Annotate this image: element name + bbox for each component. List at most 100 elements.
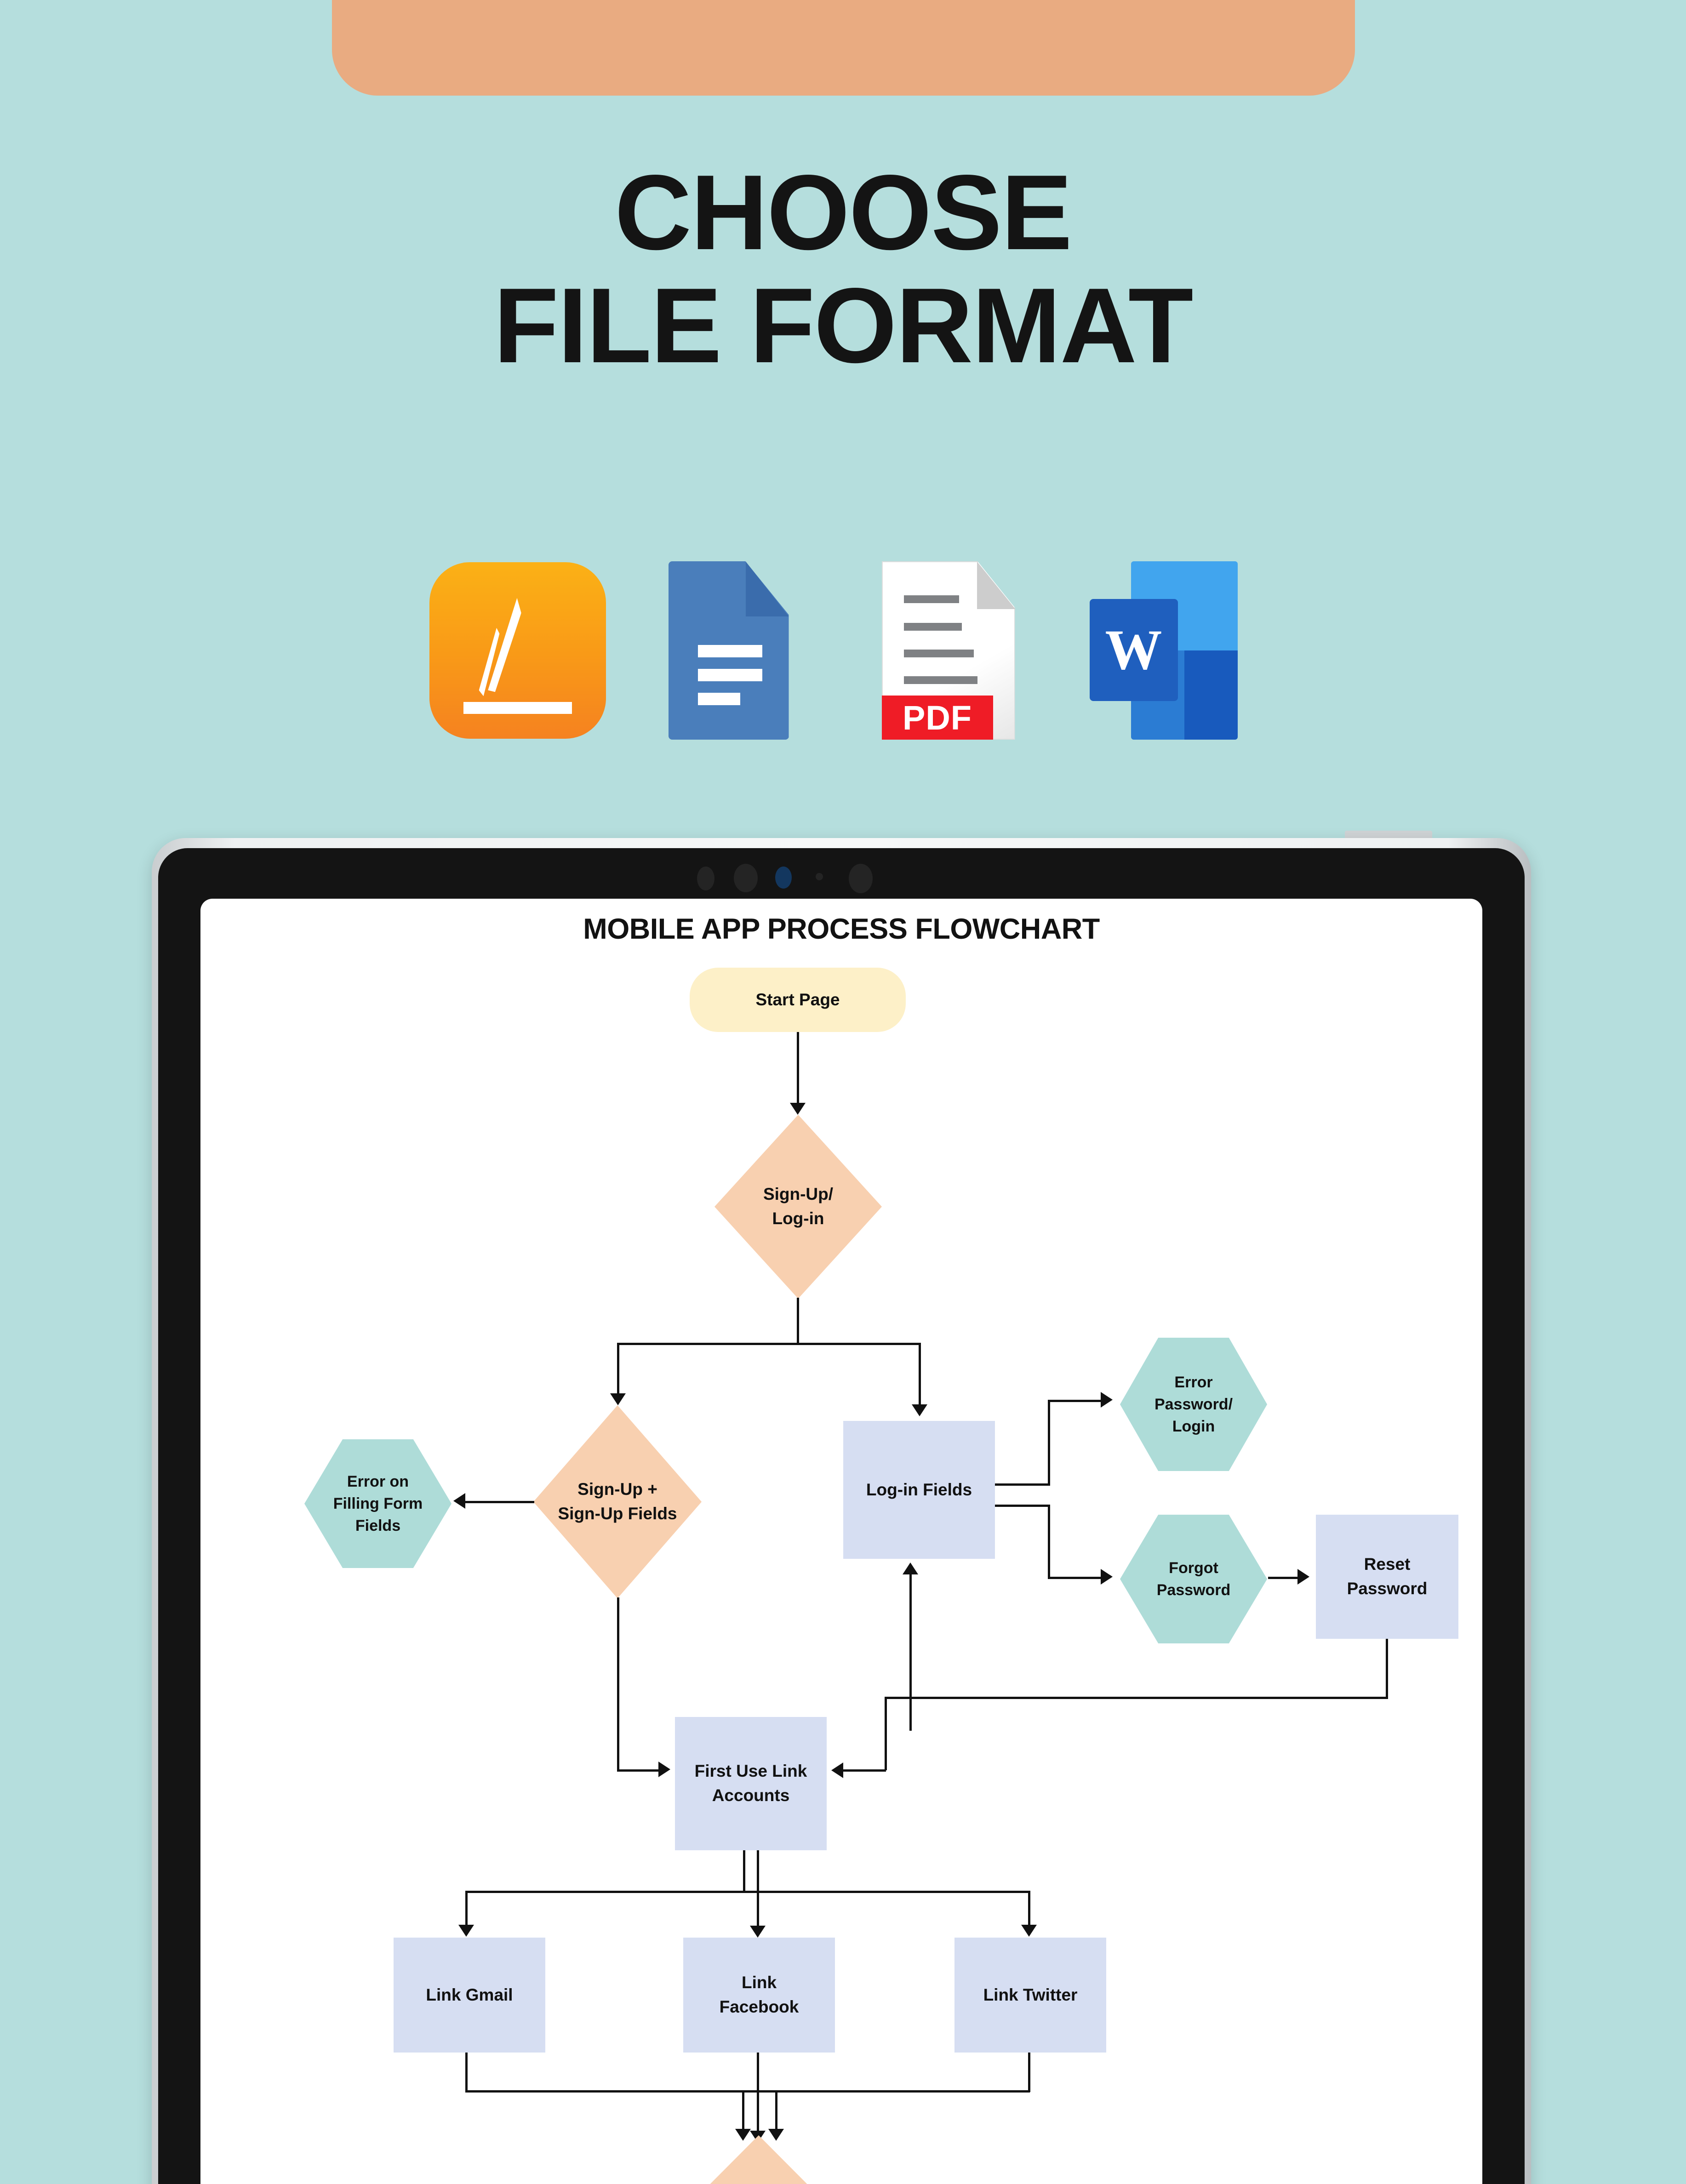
word-letter-glyph: W	[1089, 599, 1178, 701]
pdf-text-line	[903, 650, 974, 657]
arrowhead-down	[735, 2129, 751, 2141]
front-camera-icon	[734, 864, 758, 892]
node-label: Error on Filling Form Fields	[333, 1471, 423, 1537]
pdf-icon[interactable]: PDF	[860, 559, 1044, 742]
apple-pages-icon[interactable]	[426, 559, 610, 742]
arrowhead-down	[790, 1103, 806, 1115]
edge-to-login-fields	[919, 1343, 921, 1407]
flow-node-main-search-screen[interactable]: Main Search Screen	[674, 2135, 843, 2184]
word-quadrant	[1184, 650, 1238, 740]
arrowhead-down	[768, 2129, 784, 2141]
edge-link-bus	[465, 1891, 1028, 1893]
tablet-screen[interactable]: MOBILE APP PROCESS FLOWCHART Start Page …	[200, 899, 1482, 2184]
edge-to-error-password	[1048, 1400, 1103, 1402]
edge-merge-bus	[465, 2090, 1030, 2093]
edge-login-riser-upper	[1048, 1400, 1050, 1485]
pdf-text-line	[903, 623, 962, 631]
node-label-line-1: Link	[741, 1973, 777, 1992]
pdf-text-line	[903, 595, 959, 603]
flow-node-link-facebook[interactable]: Link Facebook	[683, 1938, 835, 2053]
page-title: CHOOSE FILE FORMAT	[0, 156, 1686, 382]
edge-facebook-down	[757, 2053, 759, 2133]
edge-login-out-lower	[995, 1505, 1050, 1507]
flow-node-reset-password[interactable]: Reset Password	[1316, 1515, 1458, 1639]
edge-to-link-twitter	[1028, 1891, 1030, 1927]
camera-lens-icon	[775, 867, 792, 889]
microsoft-word-icon[interactable]: W	[1077, 559, 1261, 742]
tablet-bezel: MOBILE APP PROCESS FLOWCHART Start Page …	[158, 848, 1525, 2184]
google-docs-icon[interactable]	[643, 559, 827, 742]
node-label-line-3: Login	[1172, 1418, 1215, 1436]
edge-gmail-down	[465, 2053, 468, 2092]
node-label: First Use Link Accounts	[695, 1759, 807, 1808]
arrowhead-left	[453, 1493, 465, 1509]
node-label-line-2: Filling Form	[333, 1494, 423, 1512]
node-label-line-2: Log-in	[772, 1209, 824, 1228]
arrowhead-right	[1101, 1569, 1113, 1585]
file-format-icon-row: PDF W	[0, 559, 1686, 742]
pages-underline-shape	[463, 702, 572, 714]
edge-merge-left-leg	[742, 2090, 744, 2132]
arrowhead-right	[1101, 1392, 1113, 1408]
node-label: Forgot Password	[1157, 1557, 1231, 1602]
flowchart-canvas: Start Page Sign-Up/ Log-in	[200, 899, 1482, 2184]
node-label-line-3: Fields	[355, 1517, 401, 1535]
arrowhead-right	[1297, 1569, 1309, 1585]
flow-node-forgot-password[interactable]: Forgot Password	[1120, 1515, 1267, 1643]
flowchart-title: MOBILE APP PROCESS FLOWCHART	[583, 913, 1100, 945]
edge-signupfields-right	[617, 1769, 661, 1772]
pdf-text-line	[903, 676, 977, 684]
edge-firstuse-stem	[743, 1850, 745, 1893]
node-label-line-2: Password/	[1154, 1395, 1233, 1413]
edge-signup-stem	[797, 1298, 799, 1345]
docs-text-line	[697, 693, 740, 705]
node-label: Start Page	[755, 990, 840, 1009]
edge-merge-right-leg	[775, 2090, 777, 2132]
edge-to-link-facebook	[757, 1850, 759, 1928]
edge-to-forgot-password	[1048, 1577, 1103, 1579]
edge-to-link-gmail	[465, 1891, 468, 1927]
pdf-badge-label: PDF	[881, 696, 993, 740]
edge-signup-bus	[617, 1343, 920, 1345]
headline-line-2: FILE FORMAT	[493, 266, 1193, 385]
edge-twitter-down	[1028, 2053, 1030, 2092]
flow-node-link-twitter[interactable]: Link Twitter	[954, 1938, 1106, 2053]
node-label-line-2: Facebook	[719, 1997, 799, 2016]
flow-node-link-gmail[interactable]: Link Gmail	[394, 1938, 545, 2053]
flow-node-signup-fields[interactable]: Sign-Up + Sign-Up Fields	[533, 1405, 702, 1598]
flow-node-error-filling-form[interactable]: Error on Filling Form Fields	[304, 1439, 452, 1568]
edge-login-riser-lower	[1048, 1505, 1050, 1579]
edge-reset-to-firstuse	[885, 1697, 887, 1770]
edge-login-out-upper	[995, 1483, 1050, 1486]
arrowhead-down	[912, 1404, 927, 1416]
node-label-line-1: Sign-Up/	[763, 1185, 834, 1204]
flow-node-signup-login[interactable]: Sign-Up/ Log-in	[714, 1115, 882, 1299]
node-label-line-1: Forgot	[1169, 1559, 1218, 1577]
node-label-line-2: Sign-Up Fields	[558, 1504, 677, 1523]
node-label: Sign-Up/ Log-in	[763, 1182, 833, 1231]
tablet-device: MOBILE APP PROCESS FLOWCHART Start Page …	[152, 831, 1531, 2184]
node-label-line-1: Reset	[1364, 1555, 1411, 1574]
flow-node-first-use-link-accounts[interactable]: First Use Link Accounts	[675, 1717, 827, 1850]
arrowhead-down	[610, 1393, 626, 1405]
node-label: Log-in Fields	[866, 1480, 972, 1499]
edge-to-signup-fields	[617, 1343, 619, 1396]
flow-node-error-password[interactable]: Error Password/ Login	[1120, 1338, 1267, 1471]
docs-text-line	[697, 669, 762, 681]
arrowhead-left	[831, 1762, 843, 1778]
node-label-line-2: Password	[1347, 1579, 1428, 1598]
headline-line-1: CHOOSE	[614, 153, 1072, 272]
flow-node-start-page[interactable]: Start Page	[690, 968, 906, 1032]
word-quadrant	[1184, 561, 1238, 650]
flow-node-login-fields[interactable]: Log-in Fields	[843, 1421, 995, 1559]
docs-text-line	[697, 645, 762, 657]
top-banner	[332, 0, 1355, 96]
tablet-body: MOBILE APP PROCESS FLOWCHART Start Page …	[152, 838, 1531, 2184]
node-label-line-1: First Use Link	[694, 1762, 807, 1781]
node-label: Link Facebook	[720, 1971, 799, 2019]
node-label-line-2: Password	[1156, 1581, 1231, 1599]
arrowhead-right	[658, 1762, 670, 1777]
edge-firstuse-to-login	[909, 1574, 912, 1731]
edge-signupfields-down	[617, 1597, 619, 1770]
node-label: Sign-Up + Sign-Up Fields	[558, 1477, 677, 1526]
